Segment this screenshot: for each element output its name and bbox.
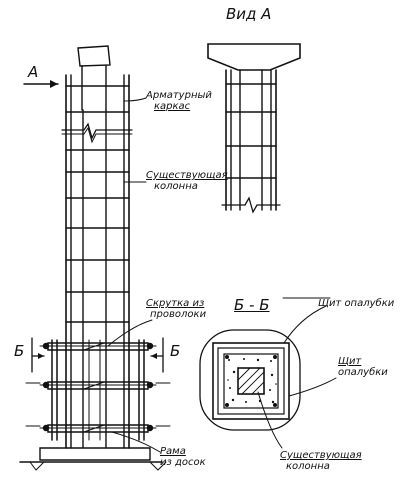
wire-twist-line1: Скрутка из bbox=[146, 298, 205, 309]
formwork-panel-outer bbox=[212, 342, 290, 420]
section-mark-left: Б bbox=[14, 342, 25, 360]
view-arrow-a-label: А bbox=[28, 63, 39, 81]
view-a-title: Вид А bbox=[226, 5, 272, 23]
formwork-panel-inner bbox=[217, 347, 285, 415]
existing-column-top-label: Существующая колонна bbox=[146, 170, 228, 192]
existing-column-section-line2: колонна bbox=[286, 461, 330, 472]
formwork-panel-label-2: Щит опалубки bbox=[338, 356, 388, 378]
formwork-panel-label-1: Щит опалубки bbox=[318, 298, 395, 309]
wire-twist-line2: проволоки bbox=[150, 309, 207, 320]
existing-column-section-label: Существующая колонна bbox=[280, 450, 362, 472]
existing-column-section-line1: Существующая bbox=[280, 450, 362, 461]
view-a-beam bbox=[207, 43, 301, 71]
break-line-view-a bbox=[221, 196, 281, 214]
wire-twist-label: Скрутка из проволоки bbox=[146, 298, 206, 320]
section-b-b bbox=[199, 297, 337, 449]
existing-column-core bbox=[237, 367, 265, 395]
view-a bbox=[207, 43, 301, 214]
stirrups-elevation bbox=[65, 85, 130, 323]
new-concrete-jacket bbox=[223, 353, 279, 409]
plank-frame-label: Рама из досок bbox=[160, 446, 206, 468]
concrete-aggregate bbox=[227, 358, 277, 404]
formwork-panel-2-line1: Щит bbox=[338, 356, 362, 367]
column-elevation bbox=[19, 45, 171, 471]
section-title: Б - Б bbox=[234, 296, 270, 314]
plank-frame-line1: Рама bbox=[160, 446, 186, 457]
section-mark-right: Б bbox=[170, 342, 181, 360]
break-line-elevation bbox=[61, 122, 133, 140]
existing-column-hatch bbox=[237, 367, 265, 395]
plank-frame-line2: из досок bbox=[160, 457, 206, 468]
formwork-rounded-outline bbox=[199, 329, 301, 431]
rebar-cage-label: Арматурный каркас bbox=[146, 90, 212, 112]
clamp-frames bbox=[39, 339, 157, 441]
base-plank bbox=[39, 447, 151, 461]
column-top-break bbox=[77, 45, 111, 67]
corner-rebars bbox=[225, 355, 277, 407]
formwork-panel-2-line2: опалубки bbox=[338, 367, 388, 378]
existing-column-top-line2: колонна bbox=[154, 181, 198, 192]
rebar-cage-label-line2: каркас bbox=[154, 101, 191, 112]
rebar-cage-label-line1: Арматурный bbox=[146, 90, 212, 101]
existing-column-top-line1: Существующая bbox=[146, 170, 228, 181]
